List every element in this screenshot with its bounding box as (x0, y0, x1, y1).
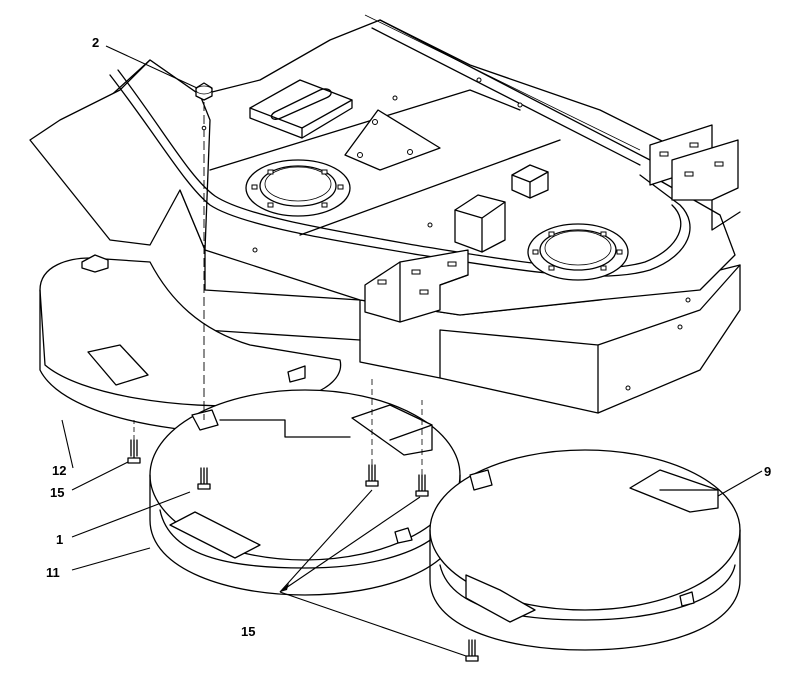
chute-housing (454, 194, 506, 253)
triangle-plate (344, 109, 441, 171)
callout-2: 2 (92, 35, 99, 50)
mower-deck (29, 14, 741, 414)
callout-11: 11 (46, 565, 60, 580)
callout-1: 1 (56, 532, 63, 547)
callout-15-lower: 15 (241, 624, 255, 639)
front-mounting-bracket (364, 249, 469, 323)
right-spindle-opening (527, 223, 629, 281)
left-spindle-opening (245, 159, 351, 217)
callout-15-upper: 15 (50, 485, 64, 500)
flange-nut-2 (195, 82, 213, 101)
callout-9: 9 (764, 464, 771, 479)
right-mounting-bracket (649, 124, 741, 231)
callout-12: 12 (52, 463, 66, 478)
carriage-bolts (127, 375, 479, 662)
leader-lines (61, 45, 763, 657)
baffle-9 (429, 449, 741, 651)
slotted-bracket (249, 79, 353, 139)
